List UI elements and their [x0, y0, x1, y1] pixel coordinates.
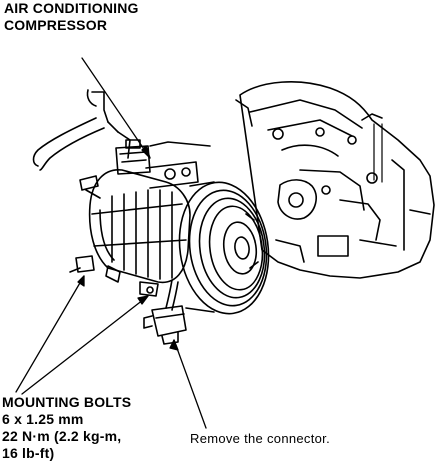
- compressor-label-line1: AIR CONDITIONING: [4, 0, 139, 16]
- leader-lines: [15, 57, 207, 429]
- clutch-pulley: [178, 181, 270, 315]
- compressor-label-line2: COMPRESSOR: [4, 17, 108, 33]
- compressor-callout: AIR CONDITIONING COMPRESSOR: [4, 0, 139, 34]
- connector-leader: [173, 339, 207, 429]
- compressor-body: [69, 139, 211, 297]
- bolt-leader-upper: [15, 275, 85, 393]
- engine-block: [235, 81, 435, 279]
- bolts-label-torque-lbft: 16 lb-ft): [2, 445, 55, 461]
- clutch-connector: [143, 279, 187, 345]
- bolt-leader-lower: [21, 295, 149, 395]
- refrigerant-hose: [32, 89, 131, 171]
- mounting-bolts-callout: MOUNTING BOLTS 6 x 1.25 mm 22 N·m (2.2 k…: [2, 394, 131, 462]
- compressor-leader: [81, 57, 151, 159]
- bolts-label-size: 6 x 1.25 mm: [2, 411, 84, 427]
- connector-callout: Remove the connector.: [190, 431, 330, 446]
- bolts-label-torque: 22 N·m (2.2 kg-m,: [2, 428, 122, 444]
- bolts-label-title: MOUNTING BOLTS: [2, 394, 132, 410]
